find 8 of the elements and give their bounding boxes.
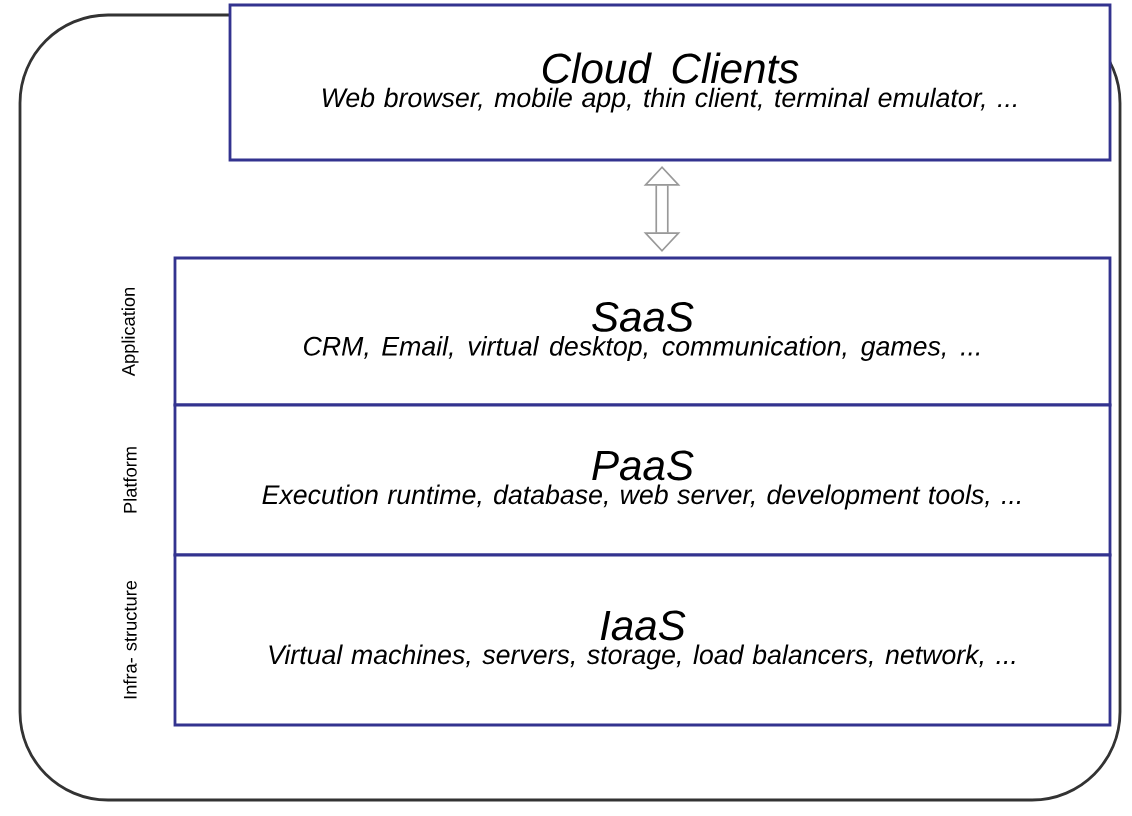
side-label: Application — [121, 288, 139, 377]
layer-box: Cloud Clients Web browser, mobile app, thin client, terminal emulator, ... — [228, 3, 1112, 162]
side-label: Infra- structure — [123, 580, 137, 699]
layer-box: PaaS Execution runtime, database, web server, development tools, ... — [173, 403, 1112, 557]
side-label: Platform — [123, 447, 137, 513]
double-arrow — [643, 166, 681, 252]
layer-box: IaaS Virtual machines, servers, storage, load balancers, network, ... — [173, 553, 1112, 727]
layer-box: SaaS CRM, Email, virtual desktop, communication, games, ... — [173, 256, 1112, 407]
